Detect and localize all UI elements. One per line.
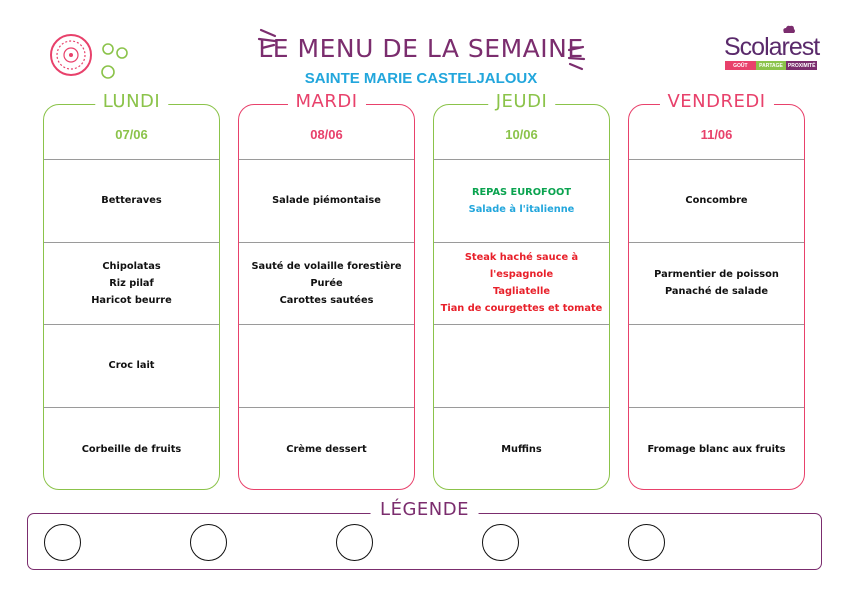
row-divider: [629, 242, 804, 243]
menu-item: Parmentier de poisson: [654, 269, 779, 280]
row-divider: [239, 407, 414, 408]
menu-course: Salade piémontaise: [239, 159, 414, 242]
row-divider: [44, 324, 219, 325]
menu-course: Muffins: [434, 407, 609, 491]
menu-item: Crème dessert: [286, 443, 367, 455]
menu-item: Salade à l'italienne: [468, 203, 575, 215]
menu-item: Steak haché sauce à l'espagnole: [464, 252, 579, 280]
row-divider: [239, 159, 414, 160]
menu-course: Corbeille de fruits: [44, 407, 219, 491]
menu-course: Crème dessert: [239, 407, 414, 491]
menu-item: Carottes sautées: [279, 294, 374, 306]
menu-item: Salade piémontaise: [272, 195, 381, 206]
day-name: JEUDI: [487, 91, 556, 112]
menu-item: Croc lait: [108, 360, 155, 371]
title-flourish-left-icon: [257, 28, 277, 50]
logo-tagline-3: PROXIMITÉ: [786, 61, 818, 70]
scolarest-logo: Scolarest GOÛT PARTAGE PROXIMITÉ: [722, 25, 822, 73]
stamp-icon: [50, 34, 92, 76]
logo-tagline-1: GOÛT: [725, 61, 756, 70]
logo-tagline-2: PARTAGE: [755, 61, 787, 70]
day-name: MARDI: [287, 91, 366, 112]
menu-item: Sauté de volaille forestière: [251, 260, 402, 272]
row-divider: [434, 242, 609, 243]
menu-item: Tagliatelle: [492, 286, 551, 297]
menu-course: [629, 324, 804, 407]
row-divider: [239, 324, 414, 325]
row-divider: [44, 159, 219, 160]
legend-box: LÉGENDE: [27, 499, 822, 570]
green-dots-icon: [101, 43, 128, 79]
menu-course: Fromage blanc aux fruits: [629, 407, 804, 491]
day-name: LUNDI: [94, 91, 169, 112]
day-date: 11/06: [700, 127, 733, 142]
day-name: VENDREDI: [659, 91, 774, 112]
title-flourish-right-icon: [567, 45, 586, 71]
menu-item: Purée: [310, 277, 343, 289]
menu-course: Concombre: [629, 159, 804, 242]
row-divider: [44, 407, 219, 408]
menu-item: Muffins: [501, 443, 542, 455]
day-date: 10/06: [505, 127, 538, 142]
menu-course: [434, 324, 609, 407]
row-divider: [629, 159, 804, 160]
row-divider: [629, 407, 804, 408]
legend-slot: [190, 524, 227, 561]
logo-name: Scolarest: [724, 33, 820, 61]
menu-item: Panaché de salade: [664, 286, 769, 297]
page-title: LE MENU DE LA SEMAINE: [258, 34, 584, 63]
menu-course: Betteraves: [44, 159, 219, 242]
day-date: 08/06: [310, 127, 343, 142]
row-divider: [434, 407, 609, 408]
menu-item: Fromage blanc aux fruits: [647, 443, 786, 455]
row-divider: [434, 324, 609, 325]
legend-title: LÉGENDE: [370, 499, 479, 520]
row-divider: [44, 242, 219, 243]
menu-item: Concombre: [685, 195, 748, 206]
row-divider: [434, 159, 609, 160]
chef-hat-icon: [783, 25, 795, 33]
menu-course: [239, 324, 414, 407]
legend-slot: [44, 524, 81, 561]
menu-course: REPAS EUROFOOT Salade à l'italienne: [434, 159, 609, 242]
menu-item: Haricot beurre: [91, 294, 172, 306]
menu-item: Chipolatas: [102, 260, 161, 272]
menu-item: Tian de courgettes et tomate: [440, 303, 603, 314]
row-divider: [629, 324, 804, 325]
legend-slot: [482, 524, 519, 561]
day-date: 07/06: [115, 127, 148, 142]
school-name: SAINTE MARIE CASTELJALOUX: [304, 70, 538, 87]
legend-slot: [336, 524, 373, 561]
legend-slot: [628, 524, 665, 561]
row-divider: [239, 242, 414, 243]
menu-course: Croc lait: [44, 324, 219, 407]
menu-item: Corbeille de fruits: [81, 443, 182, 455]
menu-item: REPAS EUROFOOT: [471, 186, 572, 198]
logo-tagline: GOÛT PARTAGE PROXIMITÉ: [725, 61, 818, 70]
menu-item: Betteraves: [101, 195, 162, 206]
menu-item: Riz pilaf: [109, 277, 154, 289]
